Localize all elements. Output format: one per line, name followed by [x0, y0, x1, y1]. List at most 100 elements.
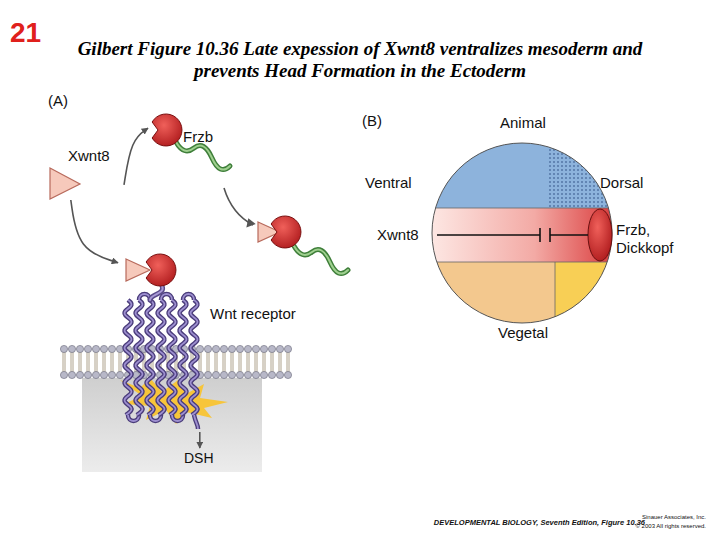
lipid-tail	[207, 352, 208, 372]
frzb-head	[152, 114, 182, 146]
lipid-head	[60, 371, 67, 378]
helix	[169, 300, 176, 415]
lipid-head	[196, 345, 203, 352]
node-label: Frzb	[183, 128, 213, 145]
lipid-tail	[73, 352, 74, 372]
axis-label: Dorsal	[600, 174, 643, 192]
lipid-head	[204, 371, 211, 378]
receptor-tail	[194, 415, 198, 429]
helix	[147, 300, 154, 415]
organizer	[588, 209, 612, 261]
arrowhead	[244, 217, 256, 228]
lipid-tail	[215, 352, 216, 372]
animal-region	[430, 140, 620, 208]
lipid-head	[108, 345, 115, 352]
lipid-head	[252, 371, 259, 378]
copyright-note: © 2003 All rights reserved.	[636, 523, 706, 530]
lipid-head	[100, 345, 107, 352]
lipid-tail	[225, 352, 226, 372]
frzb-tail-highlight	[294, 246, 348, 274]
lipid-tail	[71, 352, 72, 372]
lipid-tail	[289, 352, 290, 372]
helix	[136, 300, 143, 415]
slide-number: 21	[10, 16, 41, 50]
helix	[136, 300, 143, 415]
gene-label: Frzb, Dickkopf	[616, 221, 700, 257]
helix	[169, 300, 176, 415]
pole-label: Animal	[500, 114, 546, 132]
lipid-tail	[79, 352, 80, 372]
lipid-tail	[103, 352, 104, 372]
inhibition-line	[437, 234, 540, 235]
helix	[125, 300, 132, 415]
lipid-tail	[113, 352, 114, 372]
lipid-tail	[63, 352, 64, 372]
lipid-head	[92, 371, 99, 378]
lipid-head	[284, 371, 291, 378]
pole-label: Vegetal	[498, 324, 548, 342]
lipid-head	[268, 371, 275, 378]
node-label: DSH	[184, 450, 214, 466]
lipid-tail	[241, 352, 242, 372]
helix-loop	[128, 415, 139, 421]
lipid-tail	[255, 352, 256, 372]
frzb-head	[271, 216, 301, 248]
boundary	[555, 262, 556, 330]
lipid-head	[60, 345, 67, 352]
lipid-tail	[281, 352, 282, 372]
lipid-tail	[209, 352, 210, 372]
axis-label: Ventral	[365, 174, 412, 192]
inhibition-bar	[549, 228, 551, 242]
lipid-head	[276, 345, 283, 352]
lipid-head	[100, 371, 107, 378]
lipid-tail	[273, 352, 274, 372]
embryo-outline	[432, 143, 612, 323]
helix-loop	[183, 294, 194, 300]
helix	[158, 300, 165, 415]
antagonist-node: Frzb	[148, 112, 232, 148]
lipid-head	[84, 371, 91, 378]
helix-loop	[183, 294, 194, 300]
xwnt8-ligand	[50, 168, 80, 199]
lipid-tail	[231, 352, 232, 372]
node-label: Xwnt8	[68, 147, 110, 164]
frzb-tail	[176, 142, 230, 170]
receptor-stalk	[150, 286, 163, 300]
lipid-tail	[65, 352, 66, 372]
gene-label: Xwnt8	[377, 226, 419, 244]
dorsal-vegetal-region	[555, 262, 620, 332]
frzb-tail	[294, 246, 348, 274]
lipid-tail	[81, 352, 82, 372]
helix	[180, 300, 187, 415]
lipid-head	[108, 371, 115, 378]
lipid-head	[212, 371, 219, 378]
panel-letter: (A)	[48, 92, 68, 110]
helix-loop	[150, 415, 161, 421]
publisher-credit: Sinauer Associates, Inc.	[642, 514, 706, 521]
lipid-head	[76, 345, 83, 352]
lipid-tail	[89, 352, 90, 372]
lipid-head	[236, 371, 243, 378]
lipid-head	[260, 345, 267, 352]
lipid-tail	[121, 352, 122, 372]
effector-node: DSH	[182, 448, 218, 468]
helix-loop	[150, 415, 161, 421]
lipid-tail	[239, 352, 240, 372]
helix	[180, 300, 187, 415]
helix	[191, 300, 198, 415]
helix-loop	[161, 294, 172, 300]
lipid-head	[92, 345, 99, 352]
lipid-head	[84, 345, 91, 352]
arrow-connector	[199, 432, 201, 448]
helix	[191, 300, 198, 415]
lipid-head	[212, 345, 219, 352]
receptor-node: Wnt receptor	[118, 248, 300, 432]
ligand-node: Xwnt8	[48, 146, 124, 200]
lipid-tail	[87, 352, 88, 372]
lipid-head	[228, 345, 235, 352]
wnt-receptor-coils	[125, 294, 198, 429]
cytoplasm	[82, 378, 262, 472]
lipid-tail	[145, 352, 146, 372]
embryo	[430, 140, 620, 332]
